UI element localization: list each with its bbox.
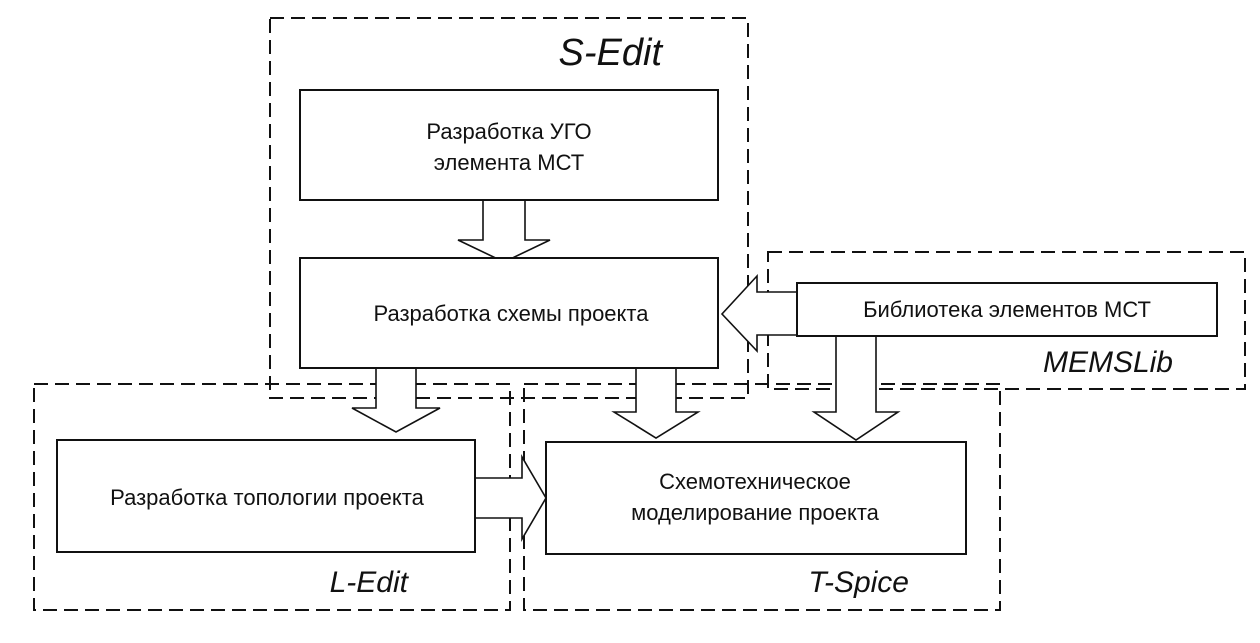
modeling-block [545,441,967,555]
schema-label: Разработка схемы проекта [374,301,650,326]
ugo-label-line1: Разработка УГО [426,119,591,144]
s-edit-title: S-Edit [559,32,664,74]
memslib-title: MEMSLib [1043,346,1173,379]
arrow-library-to-schema [720,273,801,354]
library-label: Библиотека элементов МСТ [863,297,1151,322]
arrow-library-to-modeling [811,334,901,441]
modeling-label-line1: Схемотехническое [659,469,851,494]
topology-block [56,439,476,553]
arrow-schema-to-modeling [611,366,701,439]
t-spice-title: T-Spice [808,566,909,599]
arrow-schema-to-topology [351,366,441,433]
topology-label: Разработка топологии проекта [110,485,424,510]
schema-block [299,257,719,369]
library-block [796,282,1218,337]
ugo-label-line2: элемента МСТ [434,150,584,175]
arrow-ugo-to-schema [457,199,551,263]
ugo-block [299,89,719,201]
modeling-label-line2: моделирование проекта [631,500,880,525]
arrow-topology-to-modeling [473,454,547,542]
l-edit-title: L-Edit [330,566,410,599]
